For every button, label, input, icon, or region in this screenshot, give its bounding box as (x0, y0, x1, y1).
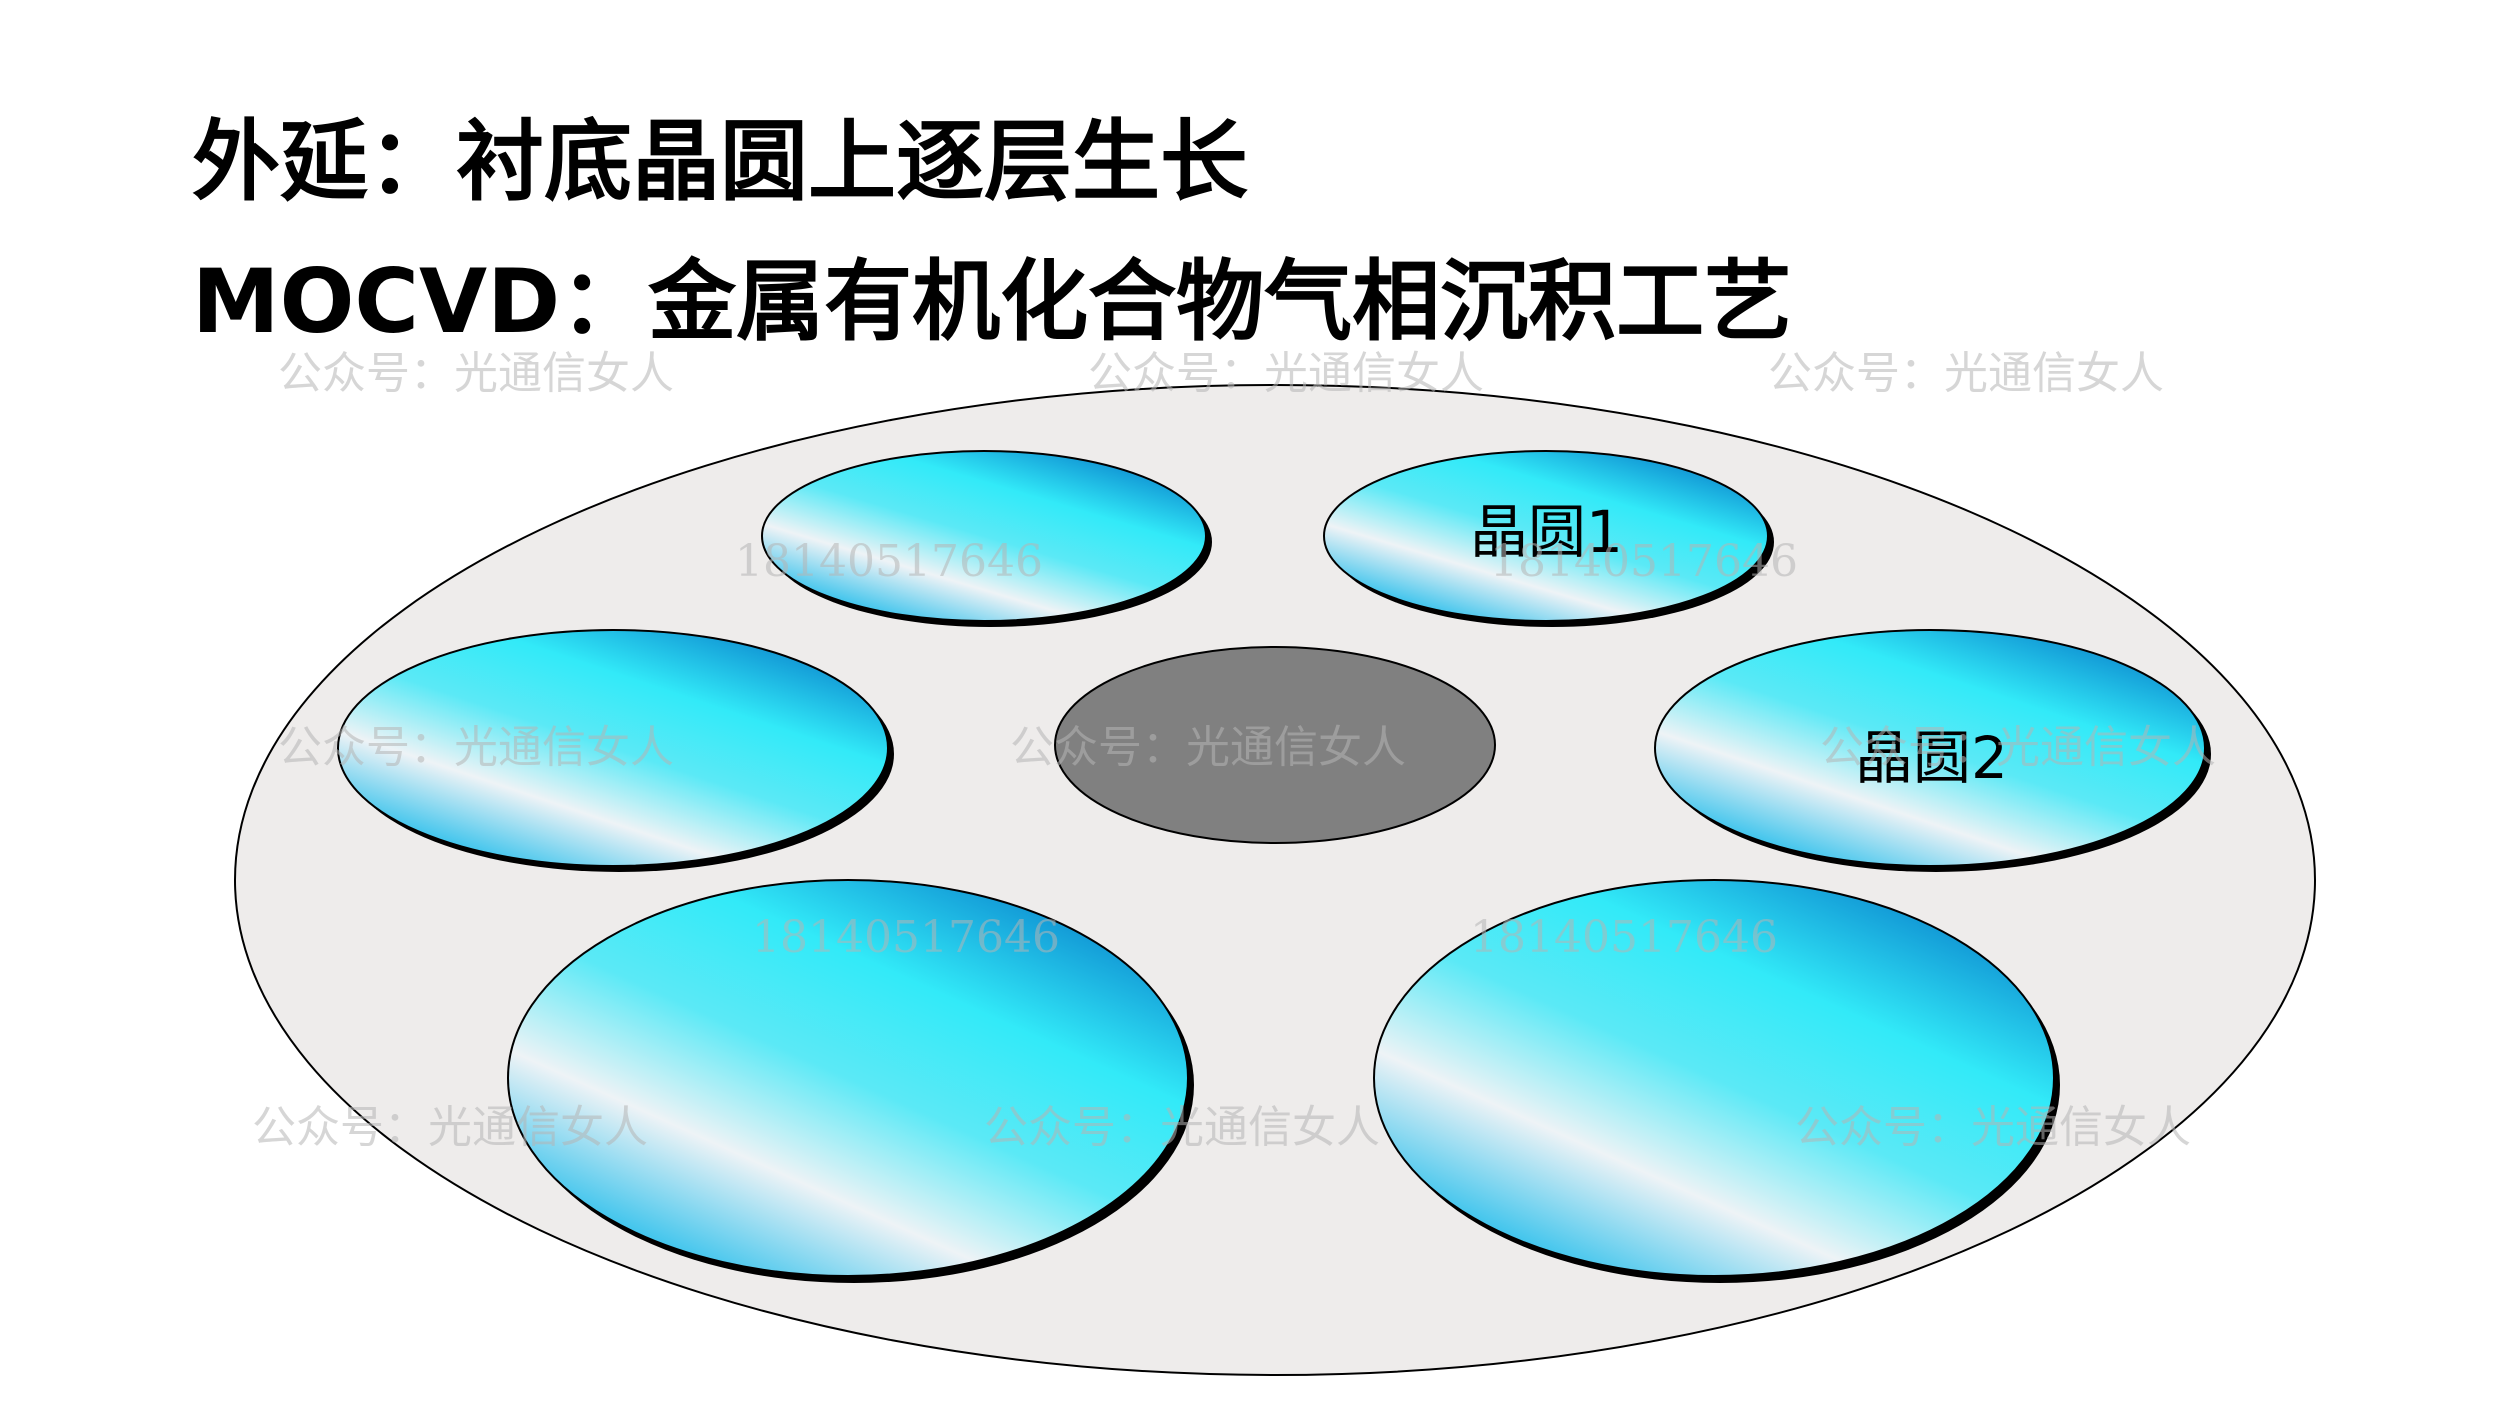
wafer-1-label: 晶圆1 (1470, 498, 1623, 566)
watermark-account: 公众号：光通信女人 (278, 722, 674, 773)
susceptor-platter (234, 384, 2316, 1376)
watermark-phone: 18140517646 (1470, 912, 1778, 963)
watermarks: 公众号：光通信女人 公众号：光通信女人 公众号：光通信女人 1814051764… (252, 348, 2216, 1153)
watermark-account: 公众号：光通信女人 (1010, 722, 1406, 773)
watermark-account: 公众号：光通信女人 (984, 1102, 1380, 1153)
watermark-phone: 18140517646 (735, 536, 1043, 587)
wafer-bottom-right (1373, 879, 2060, 1283)
wafer-mid-left (337, 629, 894, 872)
title-line-2: MOCVD：金属有机化合物气相沉积工艺 (192, 250, 1793, 353)
wafer-bottom-left (507, 879, 1194, 1283)
watermark-phone: 18140517646 (1490, 536, 1798, 587)
wafer-1: 晶圆1 (1323, 450, 1774, 627)
watermark-account: 公众号：光通信女人 (1088, 348, 1484, 399)
watermark-phone: 18140517646 (752, 912, 1060, 963)
wafer-2: 晶圆2 (1654, 629, 2211, 872)
title-line-1: 外延：衬底晶圆上逐层生长 (192, 110, 1249, 213)
center-hub (1054, 646, 1496, 844)
watermark-account: 公众号：光通信女人 (1768, 348, 2164, 399)
wafer-2-label: 晶圆2 (1855, 724, 2008, 792)
wafer-top-left (761, 450, 1212, 627)
watermark-account: 公众号：光通信女人 (278, 348, 674, 399)
watermark-account: 公众号：光通信女人 (1795, 1102, 2191, 1153)
watermark-account: 公众号：光通信女人 (1820, 722, 2216, 773)
watermark-account: 公众号：光通信女人 (252, 1102, 648, 1153)
